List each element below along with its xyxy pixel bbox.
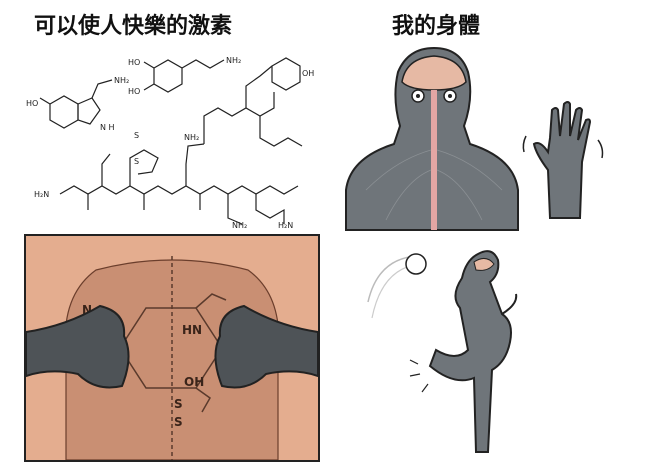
hugging-body: HN OH S S N — [26, 256, 318, 460]
molecule-ball-icon — [405, 253, 427, 275]
body-illustration-panel — [336, 40, 630, 232]
tyrosine-ring — [271, 57, 301, 91]
hug-n-label: N — [82, 303, 92, 317]
oxytocin-s1-label: S — [134, 131, 139, 140]
oxytocin-nh2-b-label: NH₂ — [232, 221, 247, 230]
dopamine-ring — [153, 59, 183, 93]
serotonin-benzene-ring — [49, 95, 79, 129]
hug-hn-label: HN — [182, 323, 202, 337]
left-hugging-arm — [26, 304, 130, 389]
right-hugging-arm — [214, 304, 318, 389]
kicking-figure — [428, 250, 512, 453]
oxytocin-h2n-label: H₂N — [34, 190, 49, 199]
serotonin-oh-label: HO — [26, 99, 38, 108]
waving-hand-icon — [532, 101, 592, 219]
serotonin-nh2-label: NH₂ — [114, 76, 129, 85]
oxytocin-h2n2-label: H₂N — [278, 221, 293, 230]
dopamine-oh2-label: HO — [128, 87, 140, 96]
kicking-brain-icon — [473, 258, 495, 271]
body-with-brain — [345, 46, 604, 231]
partner-back — [64, 259, 280, 460]
hug-s1-label: S — [174, 397, 183, 411]
dopamine-nh2-label: NH₂ — [226, 56, 241, 65]
hug-illustration-panel: HN OH S S N — [24, 234, 320, 462]
spine-icon — [431, 90, 437, 230]
molecule-diagram-panel: HO NH₂ N H HO HO NH₂ H₂N S S NH₂ NH₂ H₂N… — [20, 46, 320, 230]
title-my-body: 我的身體 — [392, 14, 481, 39]
serotonin-pyrrole-ring — [77, 97, 101, 125]
oxytocin-s2-label: S — [134, 157, 139, 166]
hug-s2-label: S — [174, 415, 183, 429]
brain-icon — [401, 55, 467, 91]
molecule-structures: HO NH₂ N H HO HO NH₂ H₂N S S NH₂ NH₂ H₂N… — [26, 56, 314, 230]
oxytocin-nh2-a-label: NH₂ — [184, 133, 199, 142]
serotonin-nh-label: N H — [100, 123, 115, 132]
hug-oh-label: OH — [184, 375, 204, 389]
oxytocin-oh-label: OH — [302, 69, 314, 78]
kicking-body — [367, 250, 518, 453]
kick-illustration-panel — [338, 238, 628, 460]
title-happy-hormones: 可以使人快樂的激素 — [34, 14, 233, 39]
dopamine-oh1-label: HO — [128, 58, 140, 67]
